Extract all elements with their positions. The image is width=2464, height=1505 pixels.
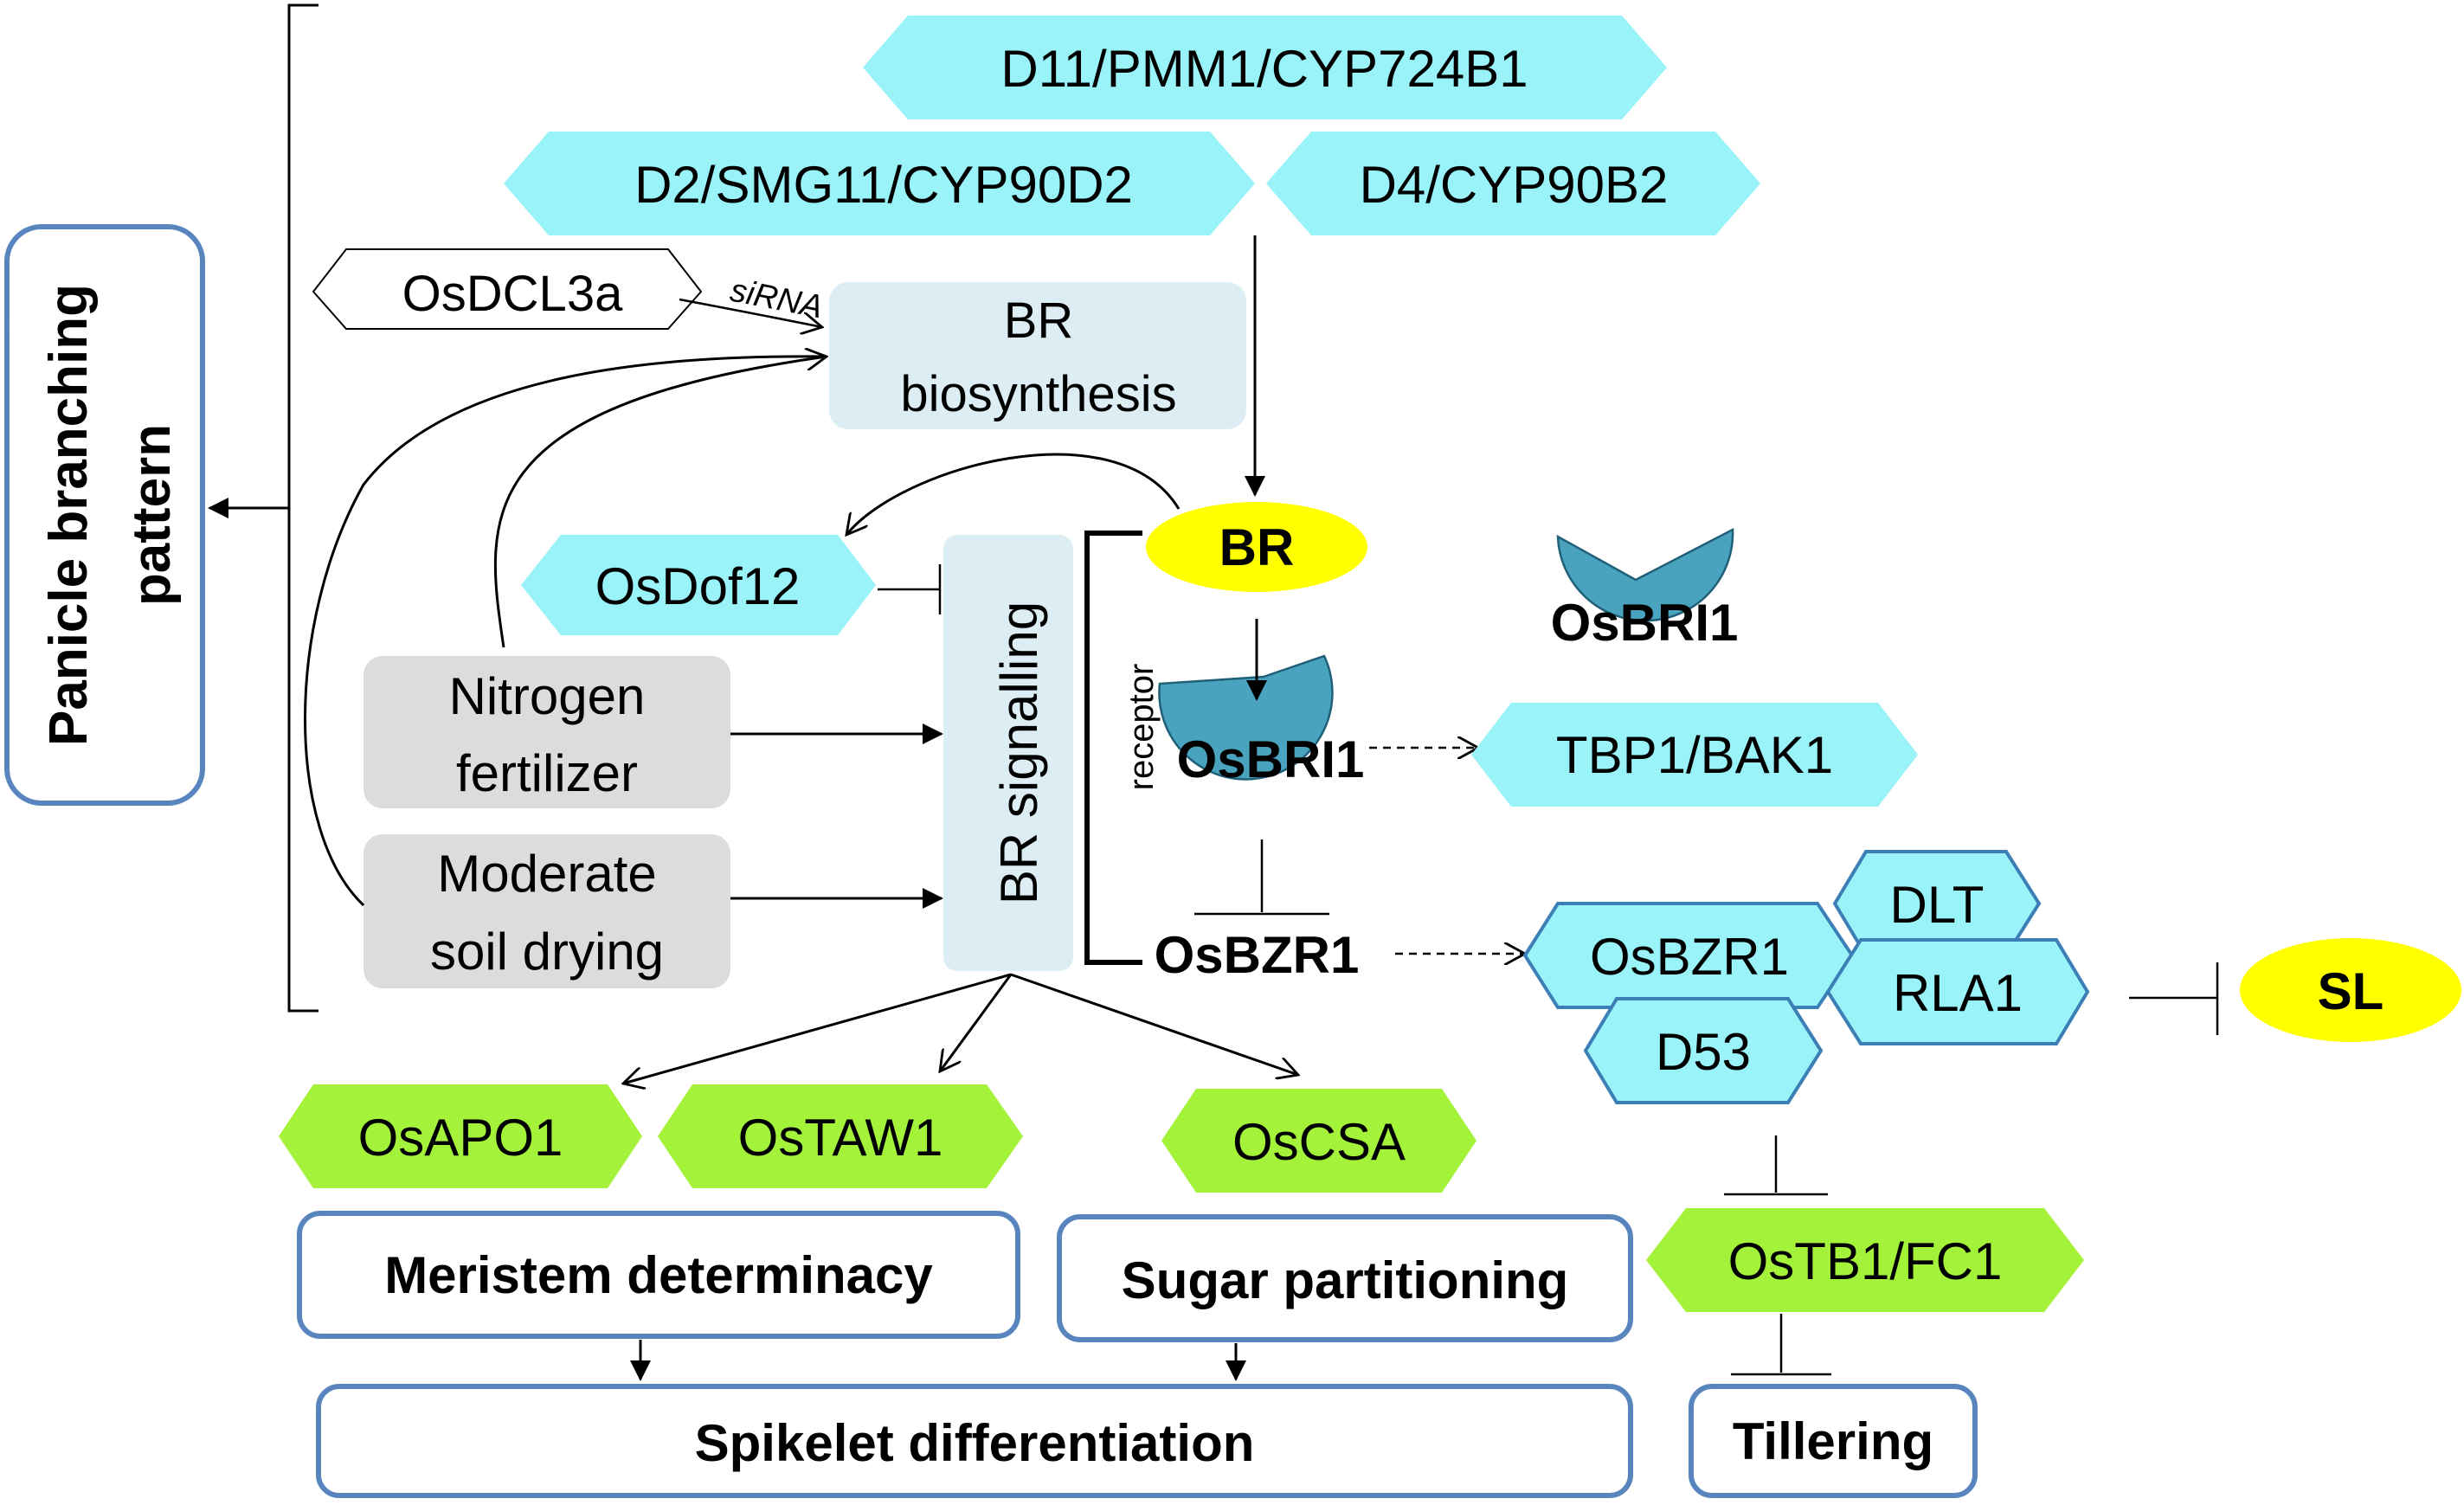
d2-node: D2/SMG11/CYP90D2 xyxy=(504,132,1255,235)
osdcl3a-node: OsDCL3a xyxy=(312,248,703,330)
br-node: BR xyxy=(1146,502,1367,592)
osbri1-free-label: OsBRI1 xyxy=(1551,594,1739,652)
spikelet-label: Spikelet differentiation xyxy=(695,1414,1255,1472)
dlt-node: DLT xyxy=(1832,850,2042,957)
osbzr1-complex-label: OsBZR1 xyxy=(1590,928,1789,986)
osdof12-node: OsDof12 xyxy=(521,535,876,635)
nitrogen-label-1: Nitrogen xyxy=(449,667,646,725)
oscsa-label: OsCSA xyxy=(1232,1113,1406,1171)
osbzr1-complex-node: OsBZR1 xyxy=(1522,902,1855,1009)
br-biosynthesis-label-1: BR xyxy=(1004,293,1074,349)
d53-label: D53 xyxy=(1656,1023,1751,1081)
osdcl3a-to-biosynthesis-arrow xyxy=(679,298,822,327)
meristem-determinacy-node: Meristem determinacy xyxy=(297,1211,1020,1339)
osdcl3a-label: OsDCL3a xyxy=(402,266,623,322)
br-biosynthesis-node: BR biosynthesis xyxy=(829,282,1246,429)
nitrogen-to-biosynthesis-arrow xyxy=(493,357,827,648)
ostb1-node: OsTB1/FC1 xyxy=(1646,1208,2084,1312)
osapo1-label: OsAPO1 xyxy=(358,1109,563,1167)
receptor-label: receptor xyxy=(1123,664,1161,791)
osbri1-bound-label: OsBRI1 xyxy=(1177,730,1365,788)
ostaw1-node: OsTAW1 xyxy=(658,1084,1023,1188)
sl-node: SL xyxy=(2240,938,2461,1042)
br-to-osdof12-arrow xyxy=(846,453,1181,535)
signalling-to-osapo1-arrow xyxy=(623,973,1012,1084)
soil-label-1: Moderate xyxy=(437,845,656,903)
receptor-bracket xyxy=(1084,531,1142,965)
osbri1-free-node: OsBRI1 xyxy=(1551,527,1739,652)
d53-node: D53 xyxy=(1583,997,1824,1104)
nitrogen-label-2: fertilizer xyxy=(456,744,638,802)
br-biosynthesis-label-2: biosynthesis xyxy=(900,366,1176,422)
d11-node: D11/PMM1/CYP724B1 xyxy=(863,16,1667,119)
rla1-node: RLA1 xyxy=(1825,938,2090,1045)
nitrogen-fertilizer-node: Nitrogen fertilizer xyxy=(363,656,730,808)
spikelet-differentiation-node: Spikelet differentiation xyxy=(316,1384,1633,1498)
tbp1-bak1-node: TBP1/BAK1 xyxy=(1471,703,1918,807)
osdof12-label: OsDof12 xyxy=(595,557,801,615)
d4-node: D4/CYP90B2 xyxy=(1266,132,1760,235)
ostaw1-label: OsTAW1 xyxy=(738,1109,943,1167)
br-label: BR xyxy=(1219,518,1295,576)
tillering-label: Tillering xyxy=(1733,1412,1933,1470)
rla1-label: RLA1 xyxy=(1893,964,2023,1022)
meristem-label: Meristem determinacy xyxy=(384,1246,933,1304)
sl-label: SL xyxy=(2318,962,2384,1020)
dlt-label: DLT xyxy=(1890,876,1985,934)
d11-label: D11/PMM1/CYP724B1 xyxy=(1000,40,1528,98)
d2-label: D2/SMG11/CYP90D2 xyxy=(634,156,1133,214)
soil-label-2: soil drying xyxy=(430,923,664,981)
osbri1-bound-node: OsBRI1 xyxy=(1158,654,1365,788)
signalling-to-ostaw1-arrow xyxy=(940,974,1013,1071)
d4-label: D4/CYP90B2 xyxy=(1360,156,1669,214)
tbp1-bak1-label: TBP1/BAK1 xyxy=(1556,726,1833,784)
panicle-label-line2: pattern xyxy=(122,424,182,606)
panicle-branching-box: Panicle branching pattern xyxy=(4,224,205,806)
panicle-label-line1: Panicle branching xyxy=(39,284,99,746)
signalling-to-oscsa-arrow xyxy=(1010,973,1298,1075)
ostb1-label: OsTB1/FC1 xyxy=(1728,1232,2003,1290)
osbzr1-label: OsBZR1 xyxy=(1155,926,1360,984)
br-signalling-label: BR signalling xyxy=(990,601,1048,904)
tillering-node: Tillering xyxy=(1689,1384,1978,1498)
br-signalling-node: BR signalling xyxy=(943,535,1073,971)
oscsa-node: OsCSA xyxy=(1161,1089,1476,1193)
soil-drying-node: Moderate soil drying xyxy=(363,834,730,988)
sugar-partitioning-node: Sugar partitioning xyxy=(1057,1214,1633,1342)
soil-to-biosynthesis-arrow xyxy=(304,355,827,907)
sugar-label: Sugar partitioning xyxy=(1122,1251,1569,1309)
osapo1-node: OsAPO1 xyxy=(279,1084,642,1188)
left-bracket xyxy=(287,3,318,1013)
